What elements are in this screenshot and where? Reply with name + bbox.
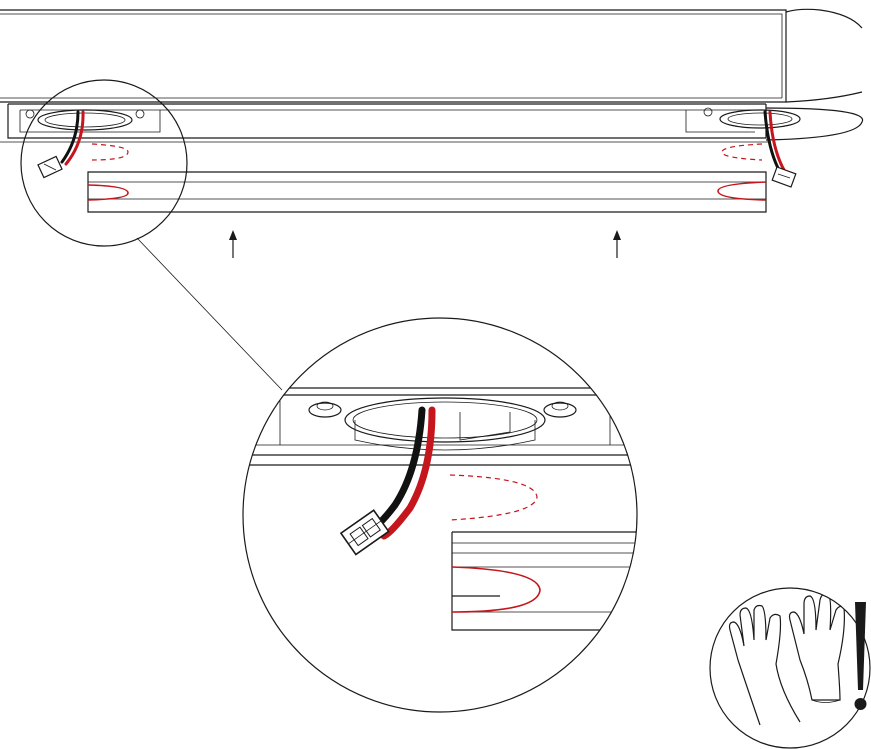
zoom-leader-line — [136, 237, 283, 391]
right-small-hole — [703, 107, 801, 129]
diffuser-strip — [87, 143, 767, 213]
right-small-cable — [763, 110, 797, 188]
up-arrow-icon — [229, 230, 237, 258]
exclamation-icon — [854, 602, 867, 710]
zoom-detail — [242, 317, 638, 713]
left-small-cable — [37, 110, 85, 179]
zoom-source-circle — [20, 79, 188, 247]
up-arrow-icon — [613, 230, 621, 258]
ceiling-housing — [0, 8, 863, 103]
left-small-hole — [25, 109, 145, 131]
gloves-warning-icon — [709, 587, 871, 749]
